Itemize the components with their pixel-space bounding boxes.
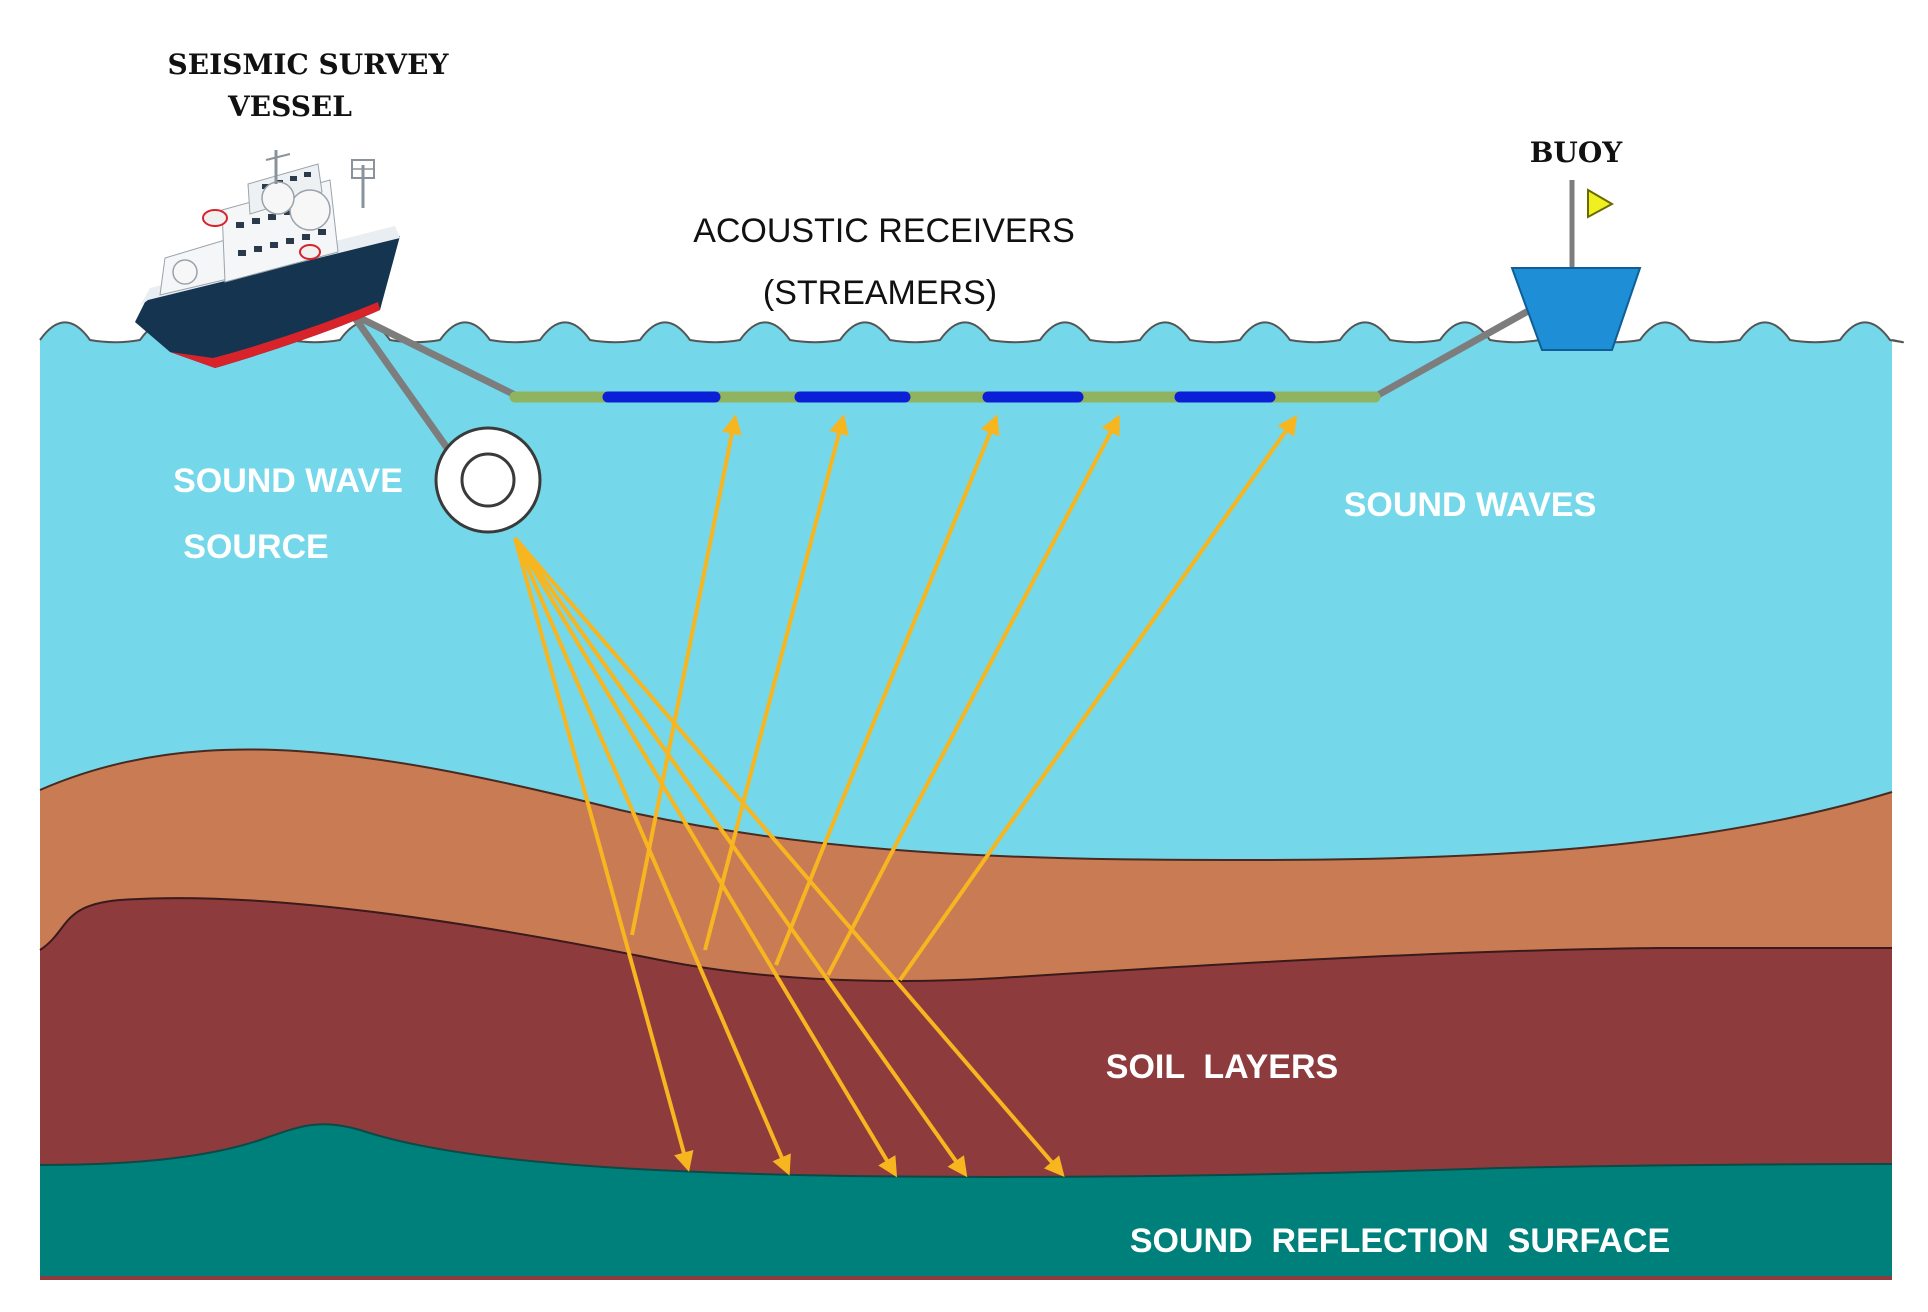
buoy-tow-cable (1374, 306, 1534, 399)
source-label-line1: SOUND WAVE (173, 462, 403, 500)
receivers-label-line2: (STREAMERS) (763, 274, 997, 312)
reflected-sound-rays (630, 414, 1298, 982)
reflected-ray (774, 414, 1000, 966)
soil-layers-label: SOIL LAYERS (1106, 1048, 1338, 1086)
incident-ray (513, 536, 968, 1178)
source-label-line2: SOURCE (183, 528, 328, 566)
streamer-tow-cable (356, 314, 519, 399)
buoy-icon (1510, 180, 1642, 351)
buoy-label: BUOY (1530, 136, 1623, 169)
incident-ray (513, 537, 791, 1176)
sound-source-icon (434, 426, 542, 534)
flag-icon (1587, 188, 1615, 219)
reflection-surface-label: SOUND REFLECTION SURFACE (1130, 1222, 1670, 1260)
lower-soil-boundary (39, 897, 1892, 982)
incident-ray (513, 536, 898, 1178)
receivers-label-line1: ACOUSTIC RECEIVERS (693, 212, 1075, 250)
sea-surface-line (39, 321, 1904, 344)
source-tow-cable (351, 314, 454, 456)
vessel-label-line2: VESSEL (227, 90, 352, 123)
vessel-label-line1: SEISMIC SURVEY (168, 48, 450, 81)
upper-soil-boundary (39, 748, 1893, 862)
reflected-ray (826, 414, 1120, 976)
reflection-boundary (39, 1123, 1893, 1178)
incident-ray (513, 537, 694, 1172)
reflected-ray (898, 414, 1298, 982)
incident-sound-rays (513, 536, 1065, 1178)
reflected-ray (630, 414, 742, 936)
sound-reflection-layer (40, 1124, 1892, 1276)
tow-cables (351, 306, 1534, 456)
seismic-vessel-icon (135, 150, 400, 368)
sound-waves-label: SOUND WAVES (1344, 486, 1597, 524)
incident-ray (513, 536, 1065, 1178)
reflected-ray (703, 414, 849, 951)
